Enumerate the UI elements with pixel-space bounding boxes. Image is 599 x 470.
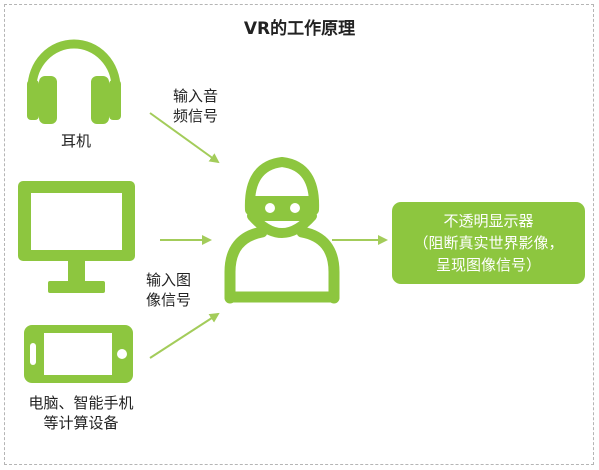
image-signal-line2: 像信号 xyxy=(146,291,192,309)
headphones-label: 耳机 xyxy=(60,132,91,150)
audio-arrow xyxy=(149,112,220,164)
display-line3: 呈现图像信号） xyxy=(435,256,541,274)
opaque-display-box: 不透明显示器 （阻断真实世界影像， 呈现图像信号） xyxy=(392,202,585,284)
devices-line1: 电脑、智能手机 xyxy=(28,394,134,412)
image-signal-label: 输入图 像信号 xyxy=(146,270,191,310)
audio-signal-line1: 输入音 xyxy=(173,87,219,105)
audio-signal-line2: 频信号 xyxy=(173,107,219,125)
diagram-frame xyxy=(4,4,594,465)
devices-line2: 等计算设备 xyxy=(43,414,119,432)
devices-label: 电脑、智能手机 等计算设备 xyxy=(6,393,156,433)
diagram-title: VR的工作原理 xyxy=(243,19,356,39)
vr-user-icon xyxy=(224,156,340,304)
device-arrow xyxy=(149,312,220,359)
monitor-icon xyxy=(18,181,135,293)
phone-icon xyxy=(24,325,133,383)
display-line1: 不透明显示器 xyxy=(443,212,534,230)
display-line2: （阻断真实世界影像， xyxy=(413,234,564,252)
image-signal-line1: 输入图 xyxy=(146,271,192,289)
audio-signal-label: 输入音 频信号 xyxy=(173,86,218,126)
headphones-icon xyxy=(27,39,121,124)
